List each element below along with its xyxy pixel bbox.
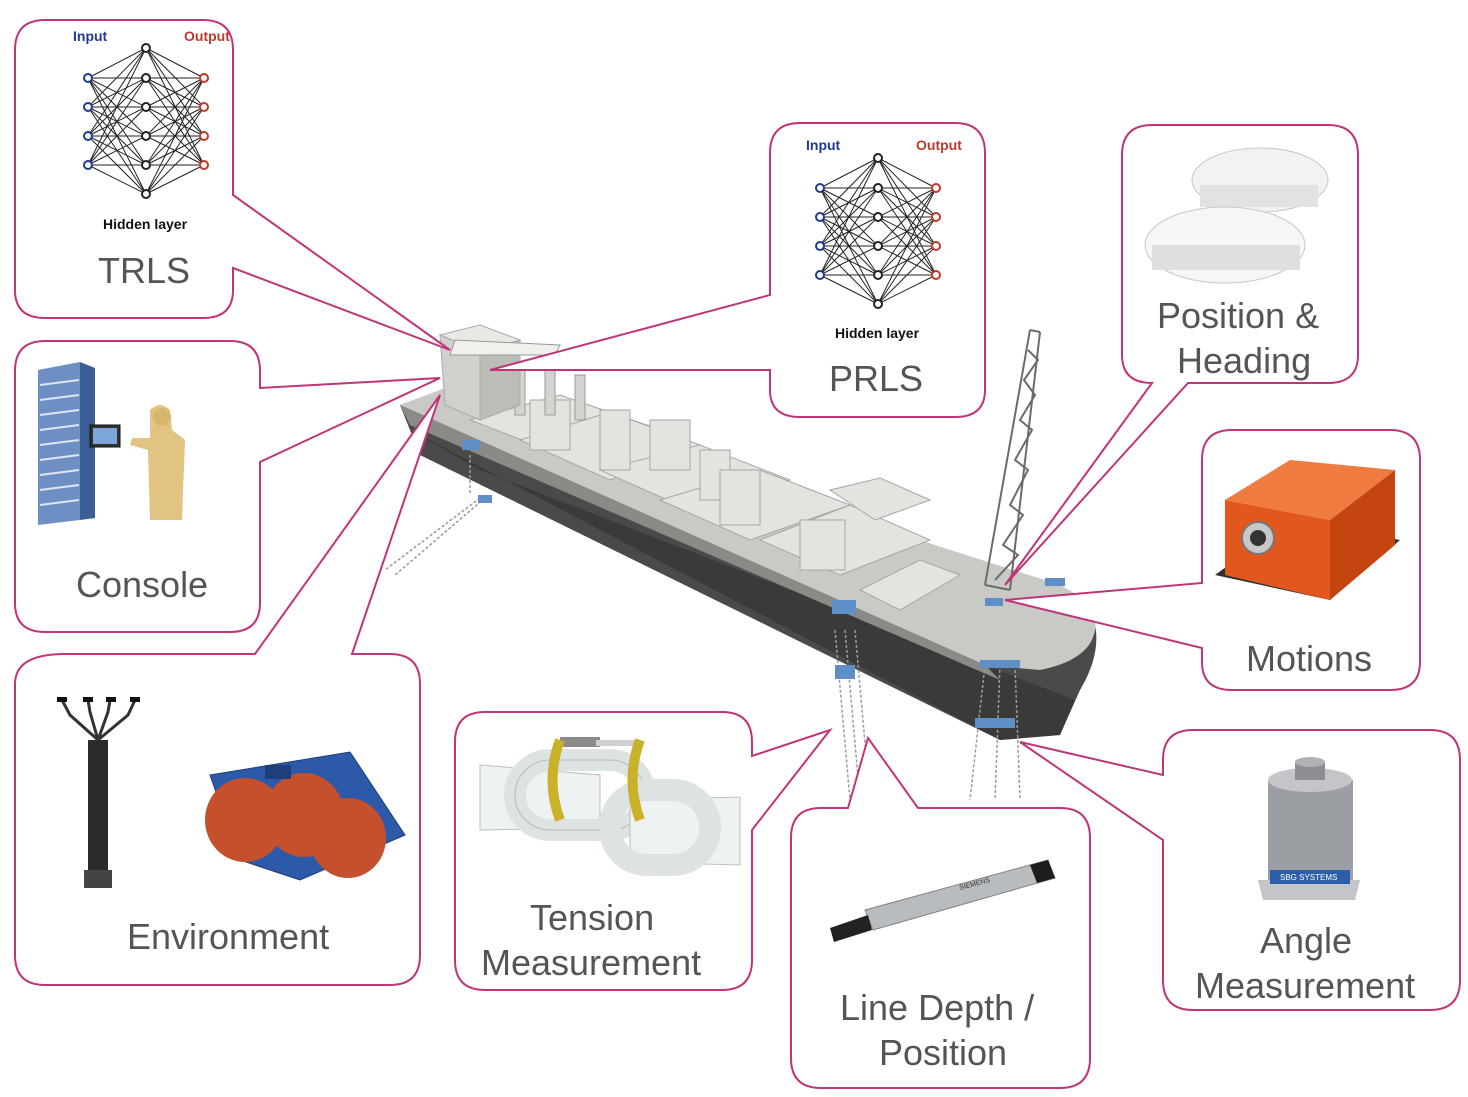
nn-input-label: Input <box>806 137 841 153</box>
line-depth-label-line2: Position <box>879 1032 1007 1073</box>
prls-label: PRLS <box>829 358 923 399</box>
nn-hidden-label: Hidden layer <box>103 216 188 232</box>
anemometer-icon <box>57 697 140 888</box>
nn-output-label: Output <box>916 137 962 153</box>
nn-hidden-label: Hidden layer <box>835 325 920 341</box>
environment-callout: Environment <box>14 394 441 986</box>
fpso-vessel-icon <box>384 324 1097 801</box>
position-heading-label-line2: Heading <box>1177 340 1311 381</box>
nn-output-label: Output <box>184 28 230 44</box>
tension-label-line2: Measurement <box>481 942 701 983</box>
prls-callout: Input Output Hidden layer PRLS <box>489 122 986 418</box>
nn-input-label: Input <box>73 28 108 44</box>
tension-callout: Tension Measurement <box>454 711 833 991</box>
angle-callout: SBG SYSTEMS Angle Measurement <box>1019 729 1461 1011</box>
position-heading-label-line1: Position & <box>1157 295 1319 336</box>
server-operator-icon <box>38 362 185 525</box>
neural-network-icon <box>83 43 209 199</box>
neural-network-icon <box>815 153 941 309</box>
inclinometer-icon: SBG SYSTEMS <box>1258 757 1360 900</box>
environment-label: Environment <box>127 916 329 957</box>
line-depth-label-line1: Line Depth / <box>840 987 1034 1028</box>
trls-label: TRLS <box>98 250 190 291</box>
console-callout: Console <box>14 340 441 633</box>
motions-label: Motions <box>1246 638 1372 679</box>
console-label: Console <box>76 564 208 605</box>
position-heading-callout: Position & Heading <box>1004 124 1359 586</box>
gps-antenna-icon <box>1144 147 1329 284</box>
tension-label-line1: Tension <box>530 897 654 938</box>
line-depth-callout: SIEMENS Line Depth / Position <box>790 735 1091 1089</box>
depth-sensor-icon: SIEMENS <box>830 859 1056 942</box>
sbg-brand-label: SBG SYSTEMS <box>1280 873 1337 882</box>
current-meter-icon <box>205 751 406 881</box>
trls-callout: Input Output Hidden layer TRLS <box>14 19 451 351</box>
angle-label-line2: Measurement <box>1195 965 1415 1006</box>
angle-label-line1: Angle <box>1260 920 1352 961</box>
motions-callout: Motions <box>1004 429 1421 691</box>
chain-link-icon <box>479 737 741 876</box>
motion-sensor-icon <box>1215 460 1400 600</box>
